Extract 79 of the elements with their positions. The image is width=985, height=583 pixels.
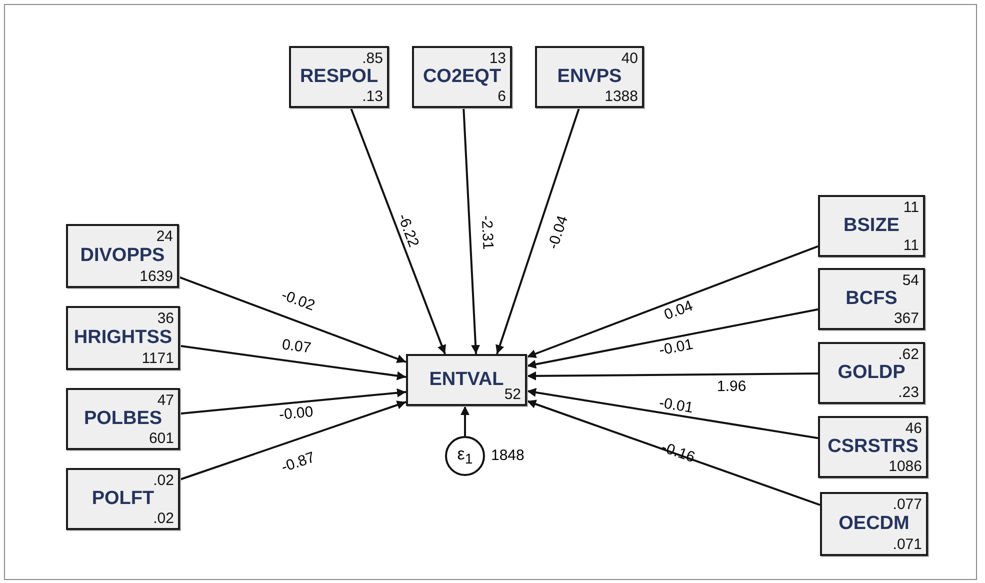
path-arrow — [527, 371, 818, 380]
path-coefficient: -2.31 — [478, 214, 496, 250]
variable-box — [66, 306, 180, 370]
variable-name: ENVPS — [556, 66, 623, 88]
path-coefficient: -6.22 — [394, 211, 422, 249]
mean-value: 36 — [157, 310, 174, 327]
variable-name: POLBES — [82, 408, 164, 430]
path-arrow — [180, 400, 406, 480]
variable-box — [289, 46, 389, 108]
mean-value: .02 — [153, 472, 174, 489]
variance-value: 11 — [903, 237, 919, 254]
variance-value: 6 — [498, 88, 506, 105]
variable-name: HRIGHTSS — [72, 327, 174, 349]
path-arrow — [460, 406, 470, 436]
variance-value: 601 — [148, 430, 174, 447]
path-coefficient: -0.87 — [279, 448, 318, 476]
path-arrow — [526, 308, 818, 369]
path-coefficient: 0.04 — [661, 296, 695, 324]
mean-value: 40 — [621, 50, 638, 67]
variable-box — [66, 468, 180, 530]
variable-name: BCFS — [844, 288, 898, 310]
variable-name: RESPOL — [298, 66, 380, 88]
variable-box — [820, 492, 928, 556]
variable-box — [535, 46, 644, 108]
path-coefficient: -0.02 — [279, 286, 318, 314]
variable-box — [66, 388, 180, 450]
variable-name: ENTVAL — [428, 369, 505, 391]
variance-value: 367 — [894, 310, 919, 327]
variable-box — [818, 342, 925, 404]
mean-value: 54 — [902, 272, 919, 289]
path-coefficient: 1.96 — [716, 377, 746, 395]
variable-name: CO2EQT — [422, 66, 502, 88]
path-arrow — [462, 108, 480, 354]
variable-box — [818, 268, 925, 330]
intercept-value: 52 — [504, 386, 521, 403]
variance-value: .13 — [362, 88, 383, 105]
path-arrow — [526, 400, 820, 506]
path-coefficient: -0.00 — [278, 402, 314, 424]
variance-value: .02 — [153, 510, 174, 527]
variance-value: 1086 — [888, 458, 922, 475]
variance-value: 1171 — [142, 350, 174, 367]
variable-name: DIVOPPS — [79, 245, 166, 267]
path-coefficient: -0.16 — [659, 438, 698, 466]
mean-value: 24 — [156, 228, 173, 245]
path-arrow — [180, 344, 406, 380]
mean-value: .62 — [898, 346, 919, 363]
error-term-circle — [445, 436, 485, 476]
mean-value: 13 — [489, 50, 506, 67]
variance-value: 1848 — [491, 447, 524, 464]
mean-value: .85 — [362, 50, 383, 67]
path-arrow — [526, 388, 818, 440]
variable-box — [412, 46, 512, 108]
mean-value: 11 — [903, 199, 919, 216]
path-arrow — [496, 108, 580, 354]
variable-box — [66, 224, 179, 288]
mean-value: .077 — [892, 496, 922, 513]
variable-name: GOLDP — [836, 362, 906, 384]
variable-name: OECDM — [838, 513, 910, 535]
path-arrow — [180, 388, 406, 415]
variable-name: BSIZE — [842, 215, 900, 237]
variance-value: 1388 — [604, 88, 638, 105]
path-arrow — [350, 108, 446, 354]
variable-box — [406, 354, 527, 406]
variance-value: 1639 — [140, 268, 173, 285]
path-coefficient: -0.01 — [658, 394, 694, 416]
variable-name: POLFT — [90, 488, 156, 510]
mean-value: 47 — [157, 392, 174, 409]
variable-name: CSRSTRS — [826, 436, 920, 458]
mean-value: 46 — [905, 420, 922, 437]
path-coefficient: -0.04 — [544, 213, 572, 251]
path-arrow — [178, 276, 406, 364]
variance-value: .071 — [892, 536, 922, 553]
variable-box — [818, 195, 925, 257]
path-arrow — [526, 245, 818, 358]
variable-box — [818, 416, 928, 478]
path-coefficient: 0.07 — [280, 336, 312, 356]
path-coefficient: -0.01 — [658, 335, 694, 359]
error-term-label: ε$_{1}$ — [456, 444, 474, 468]
variance-value: .23 — [898, 384, 919, 401]
